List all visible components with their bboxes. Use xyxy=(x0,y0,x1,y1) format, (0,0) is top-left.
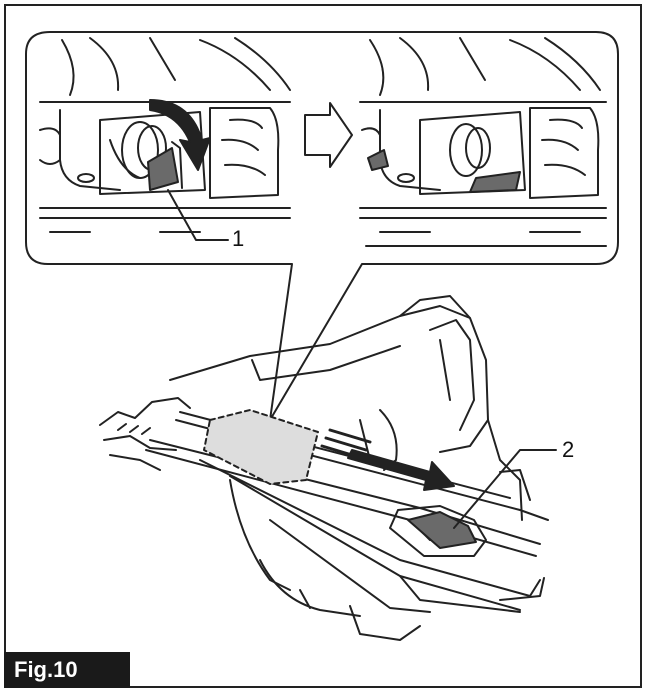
stopper-tab xyxy=(367,149,389,171)
rotation-arrow xyxy=(149,99,211,171)
leader-2 xyxy=(453,449,557,529)
callout-label-1: 1 xyxy=(232,226,245,251)
nail-strip xyxy=(203,409,319,485)
callout-label-2: 2 xyxy=(562,437,575,462)
slide-arrow xyxy=(347,449,455,491)
lever-before xyxy=(147,147,179,191)
detail-panel-after xyxy=(359,37,607,247)
lever-after xyxy=(469,171,521,193)
nailer-body xyxy=(99,295,549,641)
detail-bubble-outline xyxy=(25,31,619,421)
pusher-lever xyxy=(407,511,477,549)
figure-tag: Fig.10 xyxy=(4,652,130,688)
transition-arrow xyxy=(304,102,353,168)
detail-panel-before xyxy=(39,37,291,233)
leader-1 xyxy=(167,189,229,241)
